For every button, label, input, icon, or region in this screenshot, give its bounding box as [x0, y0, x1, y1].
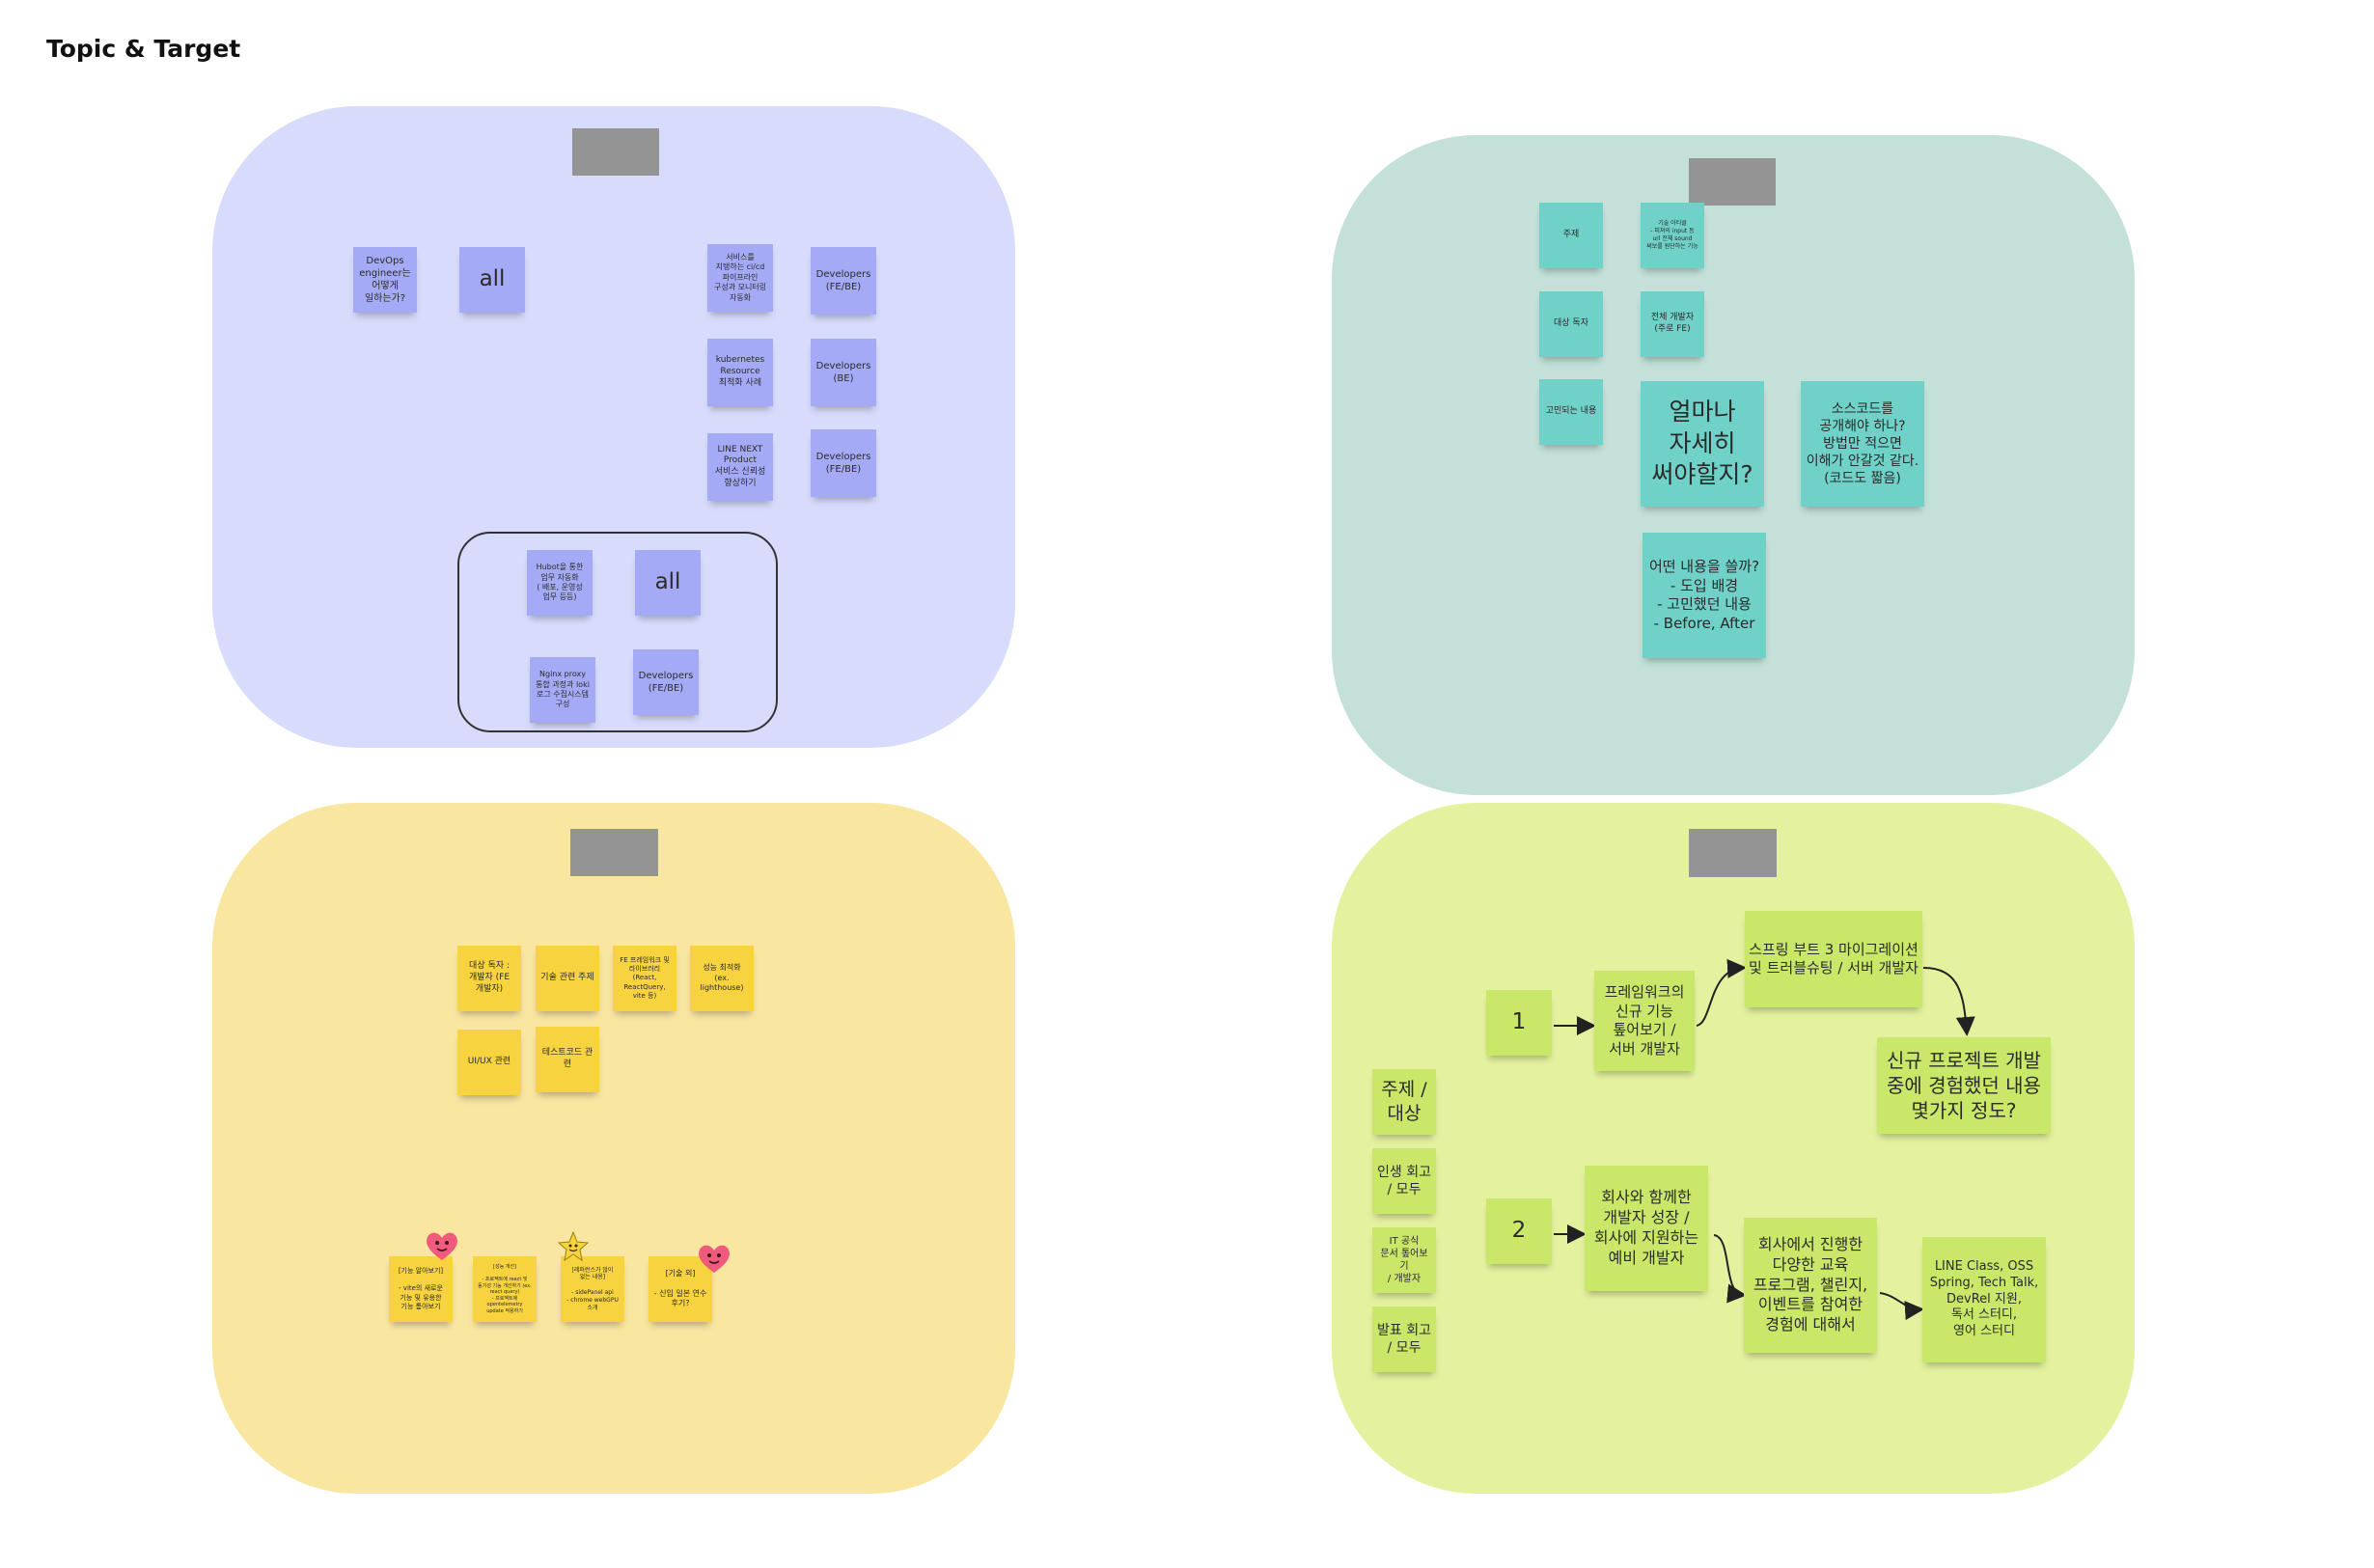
sticky-note[interactable]: 대상 독자 : 개발자 (FE 개발자): [457, 946, 521, 1011]
sticky-note[interactable]: 2: [1486, 1198, 1552, 1264]
sticky-note[interactable]: all: [459, 247, 525, 313]
sticky-note[interactable]: 발표 회고 / 모두: [1372, 1307, 1436, 1372]
sticky-note[interactable]: 기술 관련 주제: [536, 946, 599, 1011]
sticky-note[interactable]: 스프링 부트 3 마이그레이션 및 트러블슈팅 / 서버 개발자: [1745, 911, 1922, 1007]
sticky-note[interactable]: [기능 알아보기] - vite의 새로운 기능 및 유용한 기능 톺아보기: [389, 1256, 453, 1322]
sticky-note[interactable]: LINE Class, OSS Spring, Tech Talk, DevRe…: [1922, 1237, 2046, 1362]
sticky-note[interactable]: 신규 프로젝트 개발 중에 경험했던 내용 몇가지 정도?: [1877, 1037, 2051, 1134]
sticky-note[interactable]: 소스코드를 공개해야 하나? 방법만 적으면 이해가 안갈것 같다. (코드도 …: [1801, 381, 1924, 507]
sticky-note[interactable]: 프레임워크의 신규 기능 톺어보기 / 서버 개발자: [1594, 971, 1695, 1071]
sticky-note[interactable]: 전체 개발자 (주로 FE): [1641, 291, 1704, 357]
frame-devops[interactable]: [212, 106, 1015, 748]
sticky-note[interactable]: Nginx proxy 통합 과정과 loki 로그 수집시스템 구성: [530, 657, 595, 723]
sticky-note[interactable]: 회사에서 진행한 다양한 교육 프로그램, 챌린지, 이벤트를 참여한 경험에 …: [1744, 1218, 1877, 1353]
sticky-note[interactable]: IT 공식 문서 톺어보기 / 개발자: [1372, 1227, 1436, 1293]
sticky-note[interactable]: UI/UX 관련: [457, 1030, 521, 1095]
sticky-note[interactable]: FE 프레임워크 및 라이브러리 (React, ReactQuery, vit…: [613, 946, 676, 1011]
sticky-note[interactable]: LINE NEXT Product 서비스 신뢰성 향상하기: [707, 433, 773, 501]
sticky-note[interactable]: 기술 아티클 - 피쳐의 input 등 url 전체 sound 써보를 원단…: [1641, 203, 1704, 268]
sticky-note[interactable]: DevOps engineer는 어떻게 일하는가?: [353, 247, 417, 313]
sticky-note[interactable]: 주제 / 대상: [1372, 1069, 1436, 1135]
sticky-note[interactable]: 얼마나 자세히 써야할지?: [1641, 381, 1764, 507]
heart-face-icon: [427, 1232, 457, 1260]
sticky-note[interactable]: 고민되는 내용: [1539, 379, 1603, 445]
sticky-note[interactable]: Developers (BE): [811, 339, 876, 406]
sticky-note[interactable]: 1: [1486, 990, 1552, 1056]
sticky-note[interactable]: Developers (FE/BE): [811, 247, 876, 315]
sticky-note[interactable]: 성능 최적화 (ex. lighthouse): [690, 946, 754, 1011]
frame-tab-frontend[interactable]: [570, 829, 658, 876]
sticky-note[interactable]: Developers (FE/BE): [811, 429, 876, 497]
sticky-note[interactable]: 대상 독자: [1539, 291, 1603, 357]
star-face-icon: [558, 1231, 589, 1262]
sticky-note[interactable]: 어떤 내용을 쓸까? - 도입 배경 - 고민했던 내용 - Before, A…: [1642, 533, 1766, 658]
sticky-note[interactable]: [레퍼런스가 많이 없는 내용] - sidePanel api - chrom…: [561, 1256, 624, 1322]
sticky-group[interactable]: [457, 532, 778, 732]
board-title: Topic & Target: [46, 35, 241, 63]
frame-tab-backend[interactable]: [1689, 829, 1777, 877]
sticky-note[interactable]: 회사와 함께한 개발자 성장 / 회사에 지원하는 예비 개발자: [1585, 1166, 1708, 1291]
sticky-note[interactable]: 테스트코드 관련: [536, 1027, 599, 1092]
sticky-note[interactable]: 주제: [1539, 203, 1603, 268]
sticky-note[interactable]: [기술 외] - 신입 일본 연수 후기?: [649, 1256, 712, 1322]
sticky-note[interactable]: 인생 회고 / 모두: [1372, 1148, 1436, 1214]
sticky-note[interactable]: [성능 개선] - 프로젝트에 react 및 동기성 기능 개선하기 (ex.…: [473, 1256, 537, 1322]
sticky-note[interactable]: 서비스를 지탱하는 ci/cd 파이프라인 구성과 모니터링 자동화: [707, 244, 773, 312]
sticky-note[interactable]: kubernetes Resource 최적화 사례: [707, 339, 773, 406]
frame-tab-devops[interactable]: [572, 128, 659, 176]
frame-backend[interactable]: [1332, 803, 2135, 1494]
frame-frontend[interactable]: [212, 803, 1015, 1494]
frame-tab-article[interactable]: [1689, 158, 1776, 206]
sticky-note[interactable]: Developers (FE/BE): [633, 649, 699, 715]
sticky-note[interactable]: all: [635, 550, 701, 616]
heart-face-icon: [699, 1245, 730, 1273]
sticky-note[interactable]: Hubot을 통한 업무 자동화 ( 배포, 운영성 업무 등등): [527, 550, 593, 616]
